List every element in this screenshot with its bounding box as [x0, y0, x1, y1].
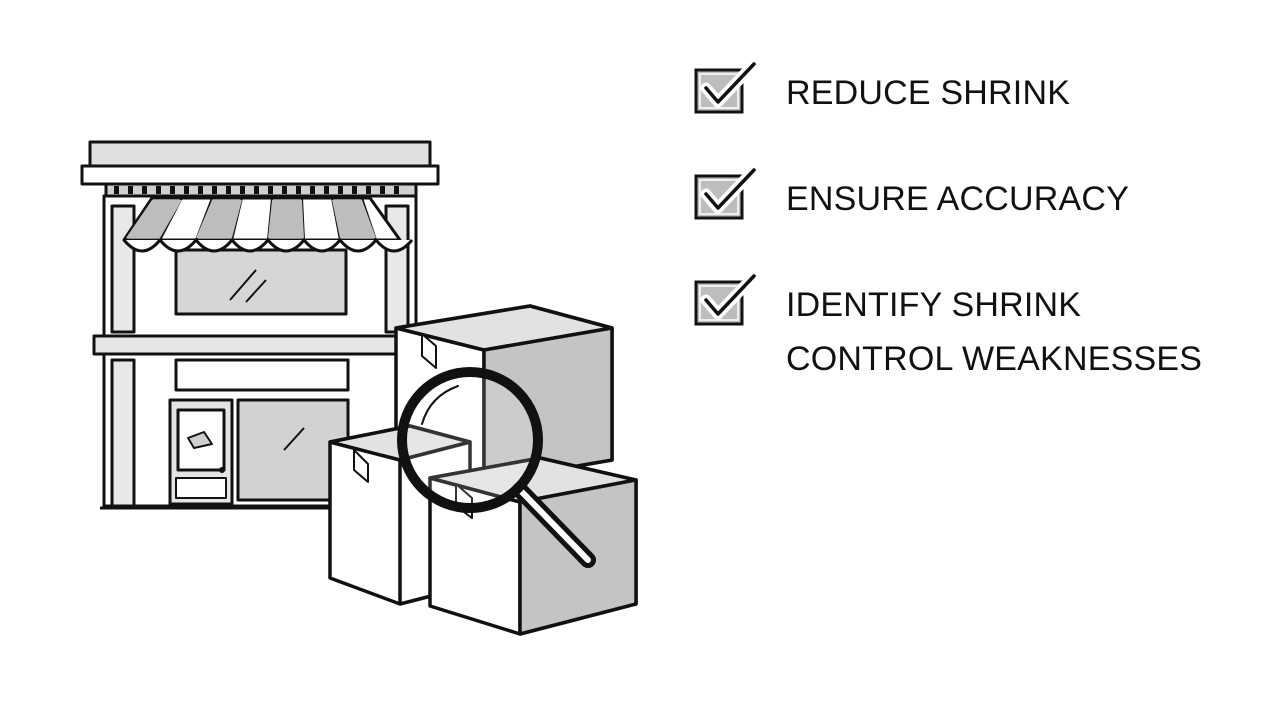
checkbox-checked-icon — [694, 58, 760, 114]
checkbox-checked-icon — [694, 164, 760, 220]
list-item: IDENTIFY SHRINK CONTROL WEAKNESSES — [690, 270, 1250, 386]
checklist-item-label: REDUCE SHRINK — [786, 74, 1071, 112]
magnifying-glass-icon — [397, 367, 596, 568]
cardboard-boxes-icon — [328, 304, 638, 636]
list-item: REDUCE SHRINK — [690, 58, 1250, 120]
illustration — [80, 140, 638, 636]
storefront-icon — [80, 140, 440, 510]
checklist-item-label: ENSURE ACCURACY — [786, 180, 1130, 218]
checkbox-checked-icon — [694, 270, 760, 326]
list-item: ENSURE ACCURACY — [690, 164, 1250, 226]
checklist-item-label: IDENTIFY SHRINK CONTROL WEAKNESSES — [786, 286, 1203, 378]
checklist: REDUCE SHRINK ENSURE ACCURACY IDENTIFY S… — [690, 58, 1250, 430]
